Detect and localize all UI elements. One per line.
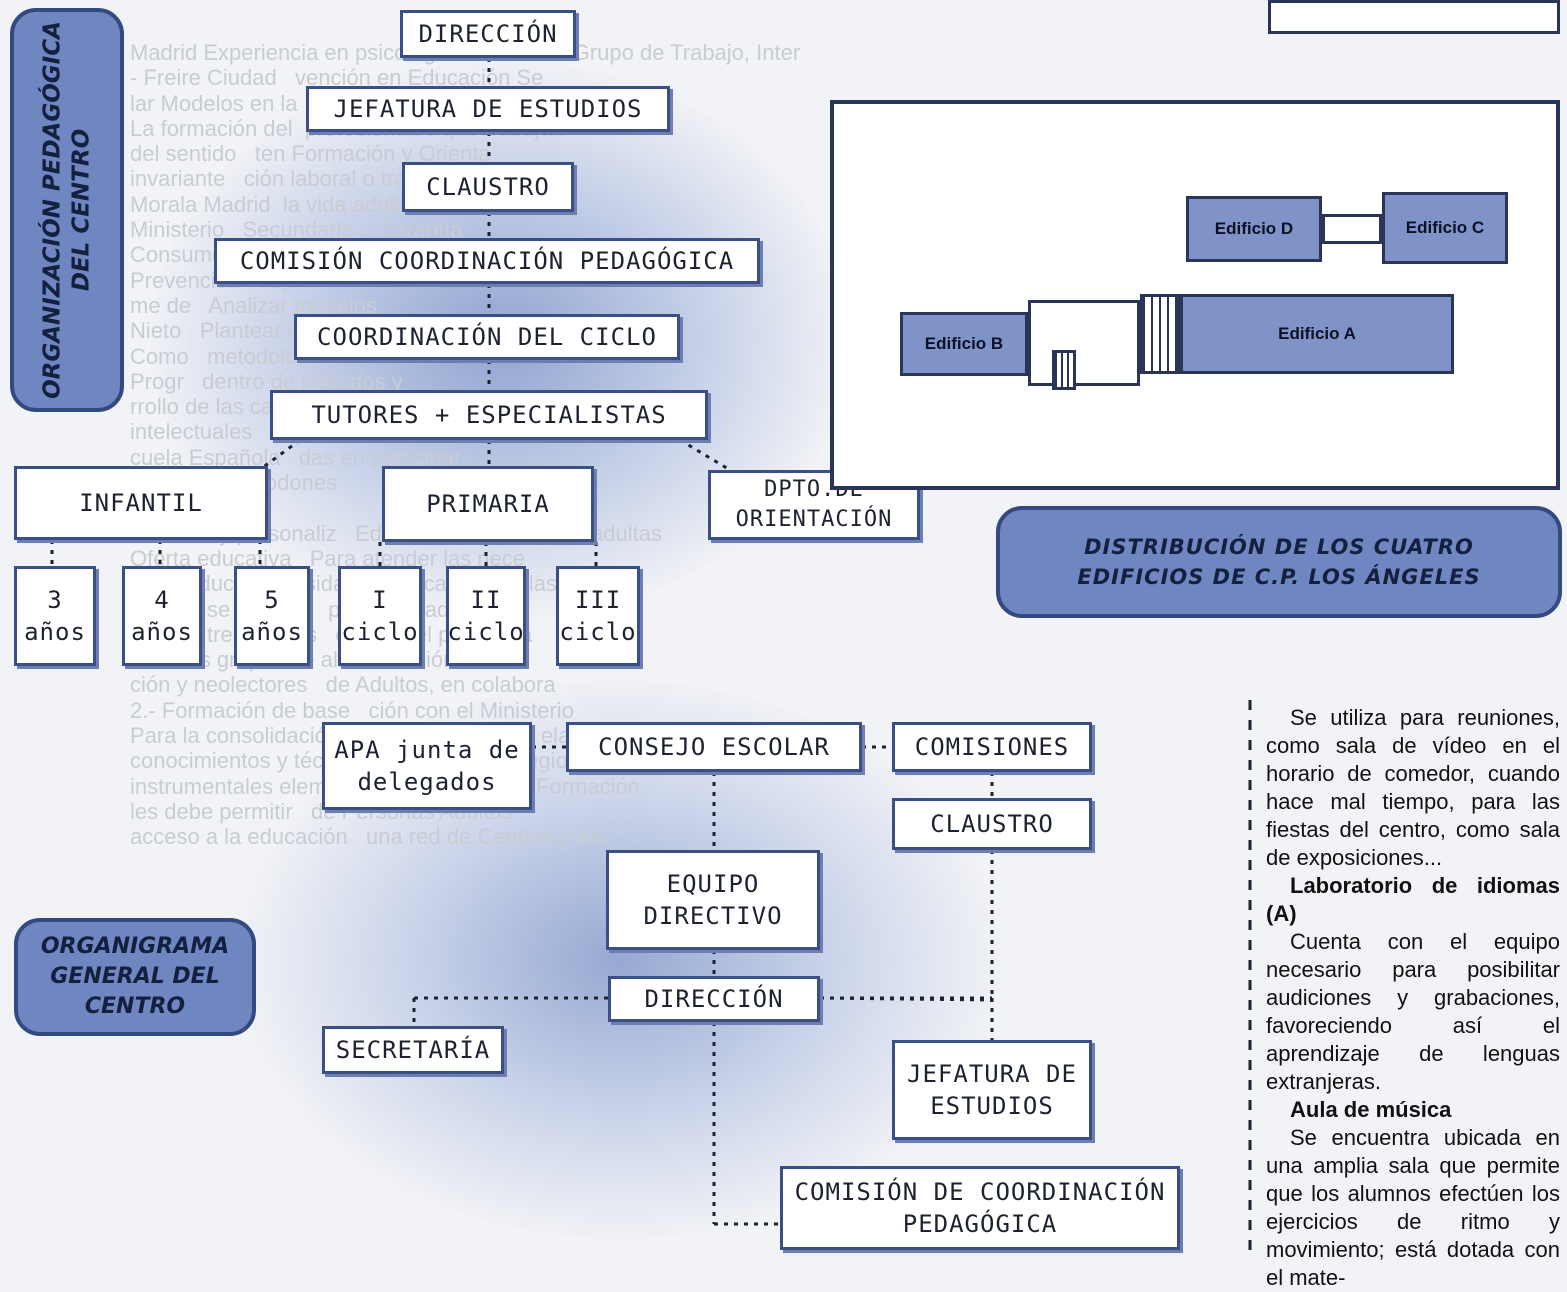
- organigrama-general-label: ORGANIGRAMA GENERAL DEL CENTRO: [14, 918, 256, 1036]
- top-claustro-text: CLAUSTRO: [426, 173, 550, 201]
- side-heading-laboratorio: Laboratorio de idiomas (A): [1266, 873, 1560, 926]
- bottom-consejo-box: CONSEJO ESCOLAR: [566, 722, 862, 772]
- top-ciclo1-text: I ciclo: [341, 586, 419, 646]
- top-claustro-box: CLAUSTRO: [402, 162, 574, 212]
- bottom-equipo-text: EQUIPO DIRECTIVO: [643, 870, 783, 930]
- top-coordinacion-ciclo-box: COORDINACIÓN DEL CICLO: [294, 314, 680, 360]
- bottom-comisiones-box: COMISIONES: [892, 722, 1092, 772]
- top-jefatura-text: JEFATURA DE ESTUDIOS: [333, 95, 643, 123]
- top-ciclo3-text: III ciclo: [559, 586, 637, 646]
- top-infantil-text: INFANTIL: [79, 489, 203, 517]
- top-tutores-text: TUTORES + ESPECIALISTAS: [311, 401, 667, 429]
- top-infantil-box: INFANTIL: [14, 466, 268, 540]
- top-primaria-text: PRIMARIA: [426, 490, 550, 518]
- top-ciclo1-box: I ciclo: [338, 566, 422, 666]
- edificio-c: Edificio C: [1382, 192, 1508, 264]
- top-anos4-box: 4 años: [122, 566, 202, 666]
- connector-lines: [50, 58, 1252, 1250]
- edificio-connector-cd: [1322, 214, 1382, 244]
- side-paragraph-3: Se encuentra ubicada en una amplia sala …: [1266, 1125, 1560, 1290]
- organizacion-pedagogica-label: ORGANIZACIÓN PEDAGÓGICA DEL CENTRO: [10, 8, 124, 412]
- top-anos5-text: 5 años: [241, 586, 303, 646]
- edificio-connector-ba: [1028, 300, 1140, 386]
- bottom-apa-text: APA junta de delegados: [334, 736, 520, 796]
- bottom-comision-box: COMISIÓN DE COORDINACIÓN PEDAGÓGICA: [780, 1166, 1180, 1250]
- edificio-stairs: [1140, 294, 1180, 374]
- bottom-apa-box: APA junta de delegados: [322, 722, 532, 810]
- side-heading-musica: Aula de música: [1290, 1097, 1452, 1122]
- bottom-direccion-text: DIRECCIÓN: [644, 985, 784, 1013]
- bottom-equipo-box: EQUIPO DIRECTIVO: [606, 850, 820, 950]
- edificio-d-text: Edificio D: [1214, 219, 1294, 238]
- map-caption-text: DISTRIBUCIÓN DE LOS CUATRO EDIFICIOS DE …: [1077, 535, 1481, 589]
- top-jefatura-box: JEFATURA DE ESTUDIOS: [306, 86, 670, 132]
- organigrama-general-text: ORGANIGRAMA GENERAL DEL CENTRO: [40, 934, 230, 1019]
- side-text-column: Se utiliza para reuniones, como sala de …: [1266, 704, 1560, 1292]
- map-top-inset: [1268, 0, 1560, 34]
- top-ciclo3-box: III ciclo: [556, 566, 640, 666]
- side-paragraph-2: Cuenta con el equipo necesario para posi…: [1266, 929, 1560, 1094]
- edificio-a-text: Edificio A: [1278, 324, 1356, 343]
- edificio-a: Edificio A: [1180, 294, 1454, 374]
- bottom-claustro-box: CLAUSTRO: [892, 798, 1092, 850]
- map-caption-label: DISTRIBUCIÓN DE LOS CUATRO EDIFICIOS DE …: [996, 506, 1562, 618]
- bottom-jefatura-text: JEFATURA DE ESTUDIOS: [907, 1060, 1077, 1120]
- bottom-secretaria-box: SECRETARÍA: [322, 1026, 504, 1074]
- side-paragraph-1: Se utiliza para reuniones, como sala de …: [1266, 705, 1560, 870]
- top-ciclo2-text: II ciclo: [447, 586, 525, 646]
- top-coordinacion-ciclo-text: COORDINACIÓN DEL CICLO: [317, 323, 657, 351]
- top-direccion-text: DIRECCIÓN: [418, 20, 558, 48]
- top-anos3-box: 3 años: [14, 566, 96, 666]
- top-comision-text: COMISIÓN COORDINACIÓN PEDAGÓGICA: [239, 247, 735, 275]
- bottom-jefatura-box: JEFATURA DE ESTUDIOS: [892, 1040, 1092, 1140]
- top-ciclo2-box: II ciclo: [446, 566, 526, 666]
- bottom-comision-text: COMISIÓN DE COORDINACIÓN PEDAGÓGICA: [794, 1178, 1166, 1238]
- edificio-d: Edificio D: [1186, 196, 1322, 262]
- edificio-passage: [1052, 350, 1076, 390]
- top-anos3-text: 3 años: [24, 586, 86, 646]
- bottom-claustro-text: CLAUSTRO: [930, 810, 1054, 838]
- top-anos4-text: 4 años: [131, 586, 193, 646]
- top-tutores-box: TUTORES + ESPECIALISTAS: [270, 390, 708, 440]
- top-direccion-box: DIRECCIÓN: [400, 10, 576, 58]
- edificio-b: Edificio B: [900, 312, 1028, 376]
- top-anos5-box: 5 años: [234, 566, 310, 666]
- top-comision-box: COMISIÓN COORDINACIÓN PEDAGÓGICA: [214, 238, 760, 284]
- bottom-secretaria-text: SECRETARÍA: [335, 1036, 491, 1064]
- organizacion-pedagogica-text: ORGANIZACIÓN PEDAGÓGICA DEL CENTRO: [39, 21, 94, 399]
- bottom-consejo-text: CONSEJO ESCOLAR: [598, 733, 830, 761]
- edificio-c-text: Edificio C: [1405, 218, 1485, 237]
- bottom-comisiones-text: COMISIONES: [914, 733, 1070, 761]
- edificio-b-text: Edificio B: [924, 334, 1004, 353]
- bottom-direccion-box: DIRECCIÓN: [608, 976, 820, 1022]
- top-primaria-box: PRIMARIA: [382, 466, 594, 542]
